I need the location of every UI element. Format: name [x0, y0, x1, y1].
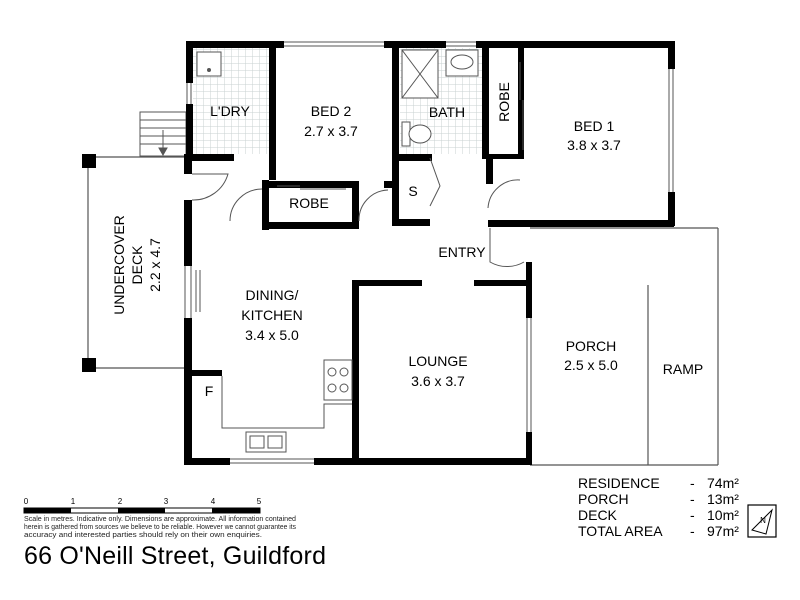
- scale-bar: 0 1 2 3 4 5 Scale in metres. Indicative …: [23, 497, 296, 539]
- scale-tick: 1: [71, 497, 76, 506]
- windows: [184, 41, 674, 464]
- deck-label-line1: UNDERCOVER: [111, 215, 127, 315]
- scale-tick: 5: [257, 497, 262, 506]
- fridge-label: F: [205, 383, 214, 399]
- disclaimer-line: herein is gathered from sources we belie…: [24, 524, 296, 531]
- dining-size: 3.4 x 5.0: [245, 327, 299, 343]
- dining-label-line1: DINING/: [246, 287, 299, 303]
- porch-outline: [530, 227, 719, 466]
- sliding-door: [195, 270, 201, 312]
- lounge-size: 3.6 x 3.7: [411, 373, 465, 389]
- deck-post: [82, 358, 96, 372]
- entry-label: ENTRY: [438, 244, 486, 260]
- steps: [139, 111, 187, 157]
- scale-tick: 3: [164, 497, 169, 506]
- scale-tick: 4: [211, 497, 216, 506]
- lounge-label: LOUNGE: [408, 353, 467, 369]
- scale-tick: 2: [118, 497, 123, 506]
- fixtures: [196, 49, 479, 453]
- bath-label: BATH: [429, 104, 465, 120]
- area-value-total: 97m²: [707, 523, 739, 539]
- area-label-porch: PORCH: [578, 491, 629, 507]
- ramp-label: RAMP: [663, 361, 703, 377]
- disclaimer-line: Scale in metres. Indicative only. Dimens…: [24, 516, 296, 523]
- area-dash: -: [690, 507, 695, 523]
- compass-label: N: [760, 516, 766, 525]
- area-label-deck: DECK: [578, 507, 618, 523]
- undercover-deck: [87, 156, 188, 369]
- bed1-label: BED 1: [574, 118, 615, 134]
- area-value-porch: 13m²: [707, 491, 739, 507]
- area-dash: -: [690, 523, 695, 539]
- area-dash: -: [690, 475, 695, 491]
- laundry-label: L'DRY: [210, 103, 250, 119]
- door-swings: [191, 157, 525, 268]
- area-value-residence: 74m²: [707, 475, 739, 491]
- deck-label-line2: DECK: [129, 245, 145, 285]
- deck-post: [82, 154, 96, 168]
- area-label-residence: RESIDENCE: [578, 475, 660, 491]
- bed2-size: 2.7 x 3.7: [304, 123, 358, 139]
- porch-size: 2.5 x 5.0: [564, 357, 618, 373]
- storage-label: S: [408, 183, 417, 199]
- bed2-label: BED 2: [311, 103, 352, 119]
- robe-bed2-label: ROBE: [289, 195, 329, 211]
- deck-size: 2.2 x 4.7: [147, 238, 163, 292]
- bed1-size: 3.8 x 3.7: [567, 137, 621, 153]
- area-value-deck: 10m²: [707, 507, 739, 523]
- north-arrow-icon: N: [747, 504, 777, 538]
- dining-label-line2: KITCHEN: [241, 307, 302, 323]
- scale-tick: 0: [24, 497, 29, 506]
- robe-doors: [277, 62, 524, 190]
- robe-bed1-label: ROBE: [496, 82, 512, 122]
- area-table: RESIDENCE - 74m² PORCH - 13m² DECK - 10m…: [578, 475, 739, 539]
- area-label-total: TOTAL AREA: [578, 523, 663, 539]
- walls: [184, 41, 675, 465]
- area-dash: -: [690, 491, 695, 507]
- porch-label: PORCH: [566, 338, 617, 354]
- disclaimer-line: accuracy and interested parties should r…: [24, 532, 262, 539]
- property-address: 66 O'Neill Street, Guildford: [24, 542, 327, 570]
